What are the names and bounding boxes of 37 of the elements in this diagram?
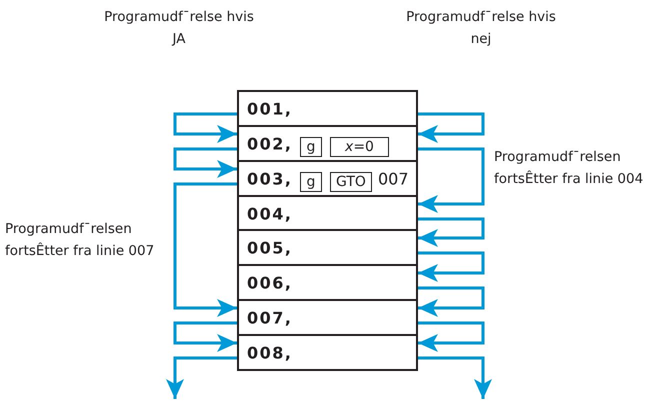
line-number: 002,: [247, 134, 292, 153]
annotation: Programudf¯relsen fortsÊtter fra linie 004: [494, 148, 644, 189]
line-number: 005,: [247, 238, 292, 257]
flow-arrow: [166, 356, 237, 399]
column-heading: Programudf¯relse hvis nej: [405, 8, 557, 49]
line-number: 001,: [247, 99, 292, 118]
flow-arrow: [174, 148, 237, 178]
program-line-row: [237, 299, 418, 336]
flow-arrow: [174, 322, 237, 352]
program-line-row: [237, 195, 418, 232]
flow-arrow: [418, 218, 484, 247]
program-line-row: [237, 334, 418, 371]
flow-arrow: [418, 252, 484, 282]
calculator-key: g: [300, 137, 322, 157]
jump-target: 007: [378, 169, 409, 188]
flow-arrow: [174, 112, 237, 143]
flow-arrow: [418, 356, 492, 399]
flow-arrow: [418, 148, 484, 213]
flow-arrow: [418, 112, 484, 143]
line-number: 003,: [247, 169, 292, 188]
flow-arrow: [174, 182, 237, 317]
program-line-row: [237, 125, 418, 162]
line-number: 007,: [247, 308, 292, 327]
program-line-row: [237, 229, 418, 266]
calculator-key: g: [300, 172, 322, 192]
line-number: 006,: [247, 273, 292, 292]
annotation: Programudf¯relsen fortsÊtter fra linie 007: [5, 220, 156, 261]
column-heading: Programudf¯relse hvis JA: [103, 8, 255, 49]
calculator-key: GTO: [330, 172, 372, 192]
flow-arrow: [418, 322, 484, 352]
calculator-key: x=0: [330, 137, 389, 157]
program-line-row: [237, 160, 418, 197]
line-number: 004,: [247, 204, 292, 223]
line-number: 008,: [247, 343, 292, 362]
program-line-row: [237, 264, 418, 301]
program-line-row: [237, 90, 418, 127]
flow-arrow: [418, 286, 484, 317]
